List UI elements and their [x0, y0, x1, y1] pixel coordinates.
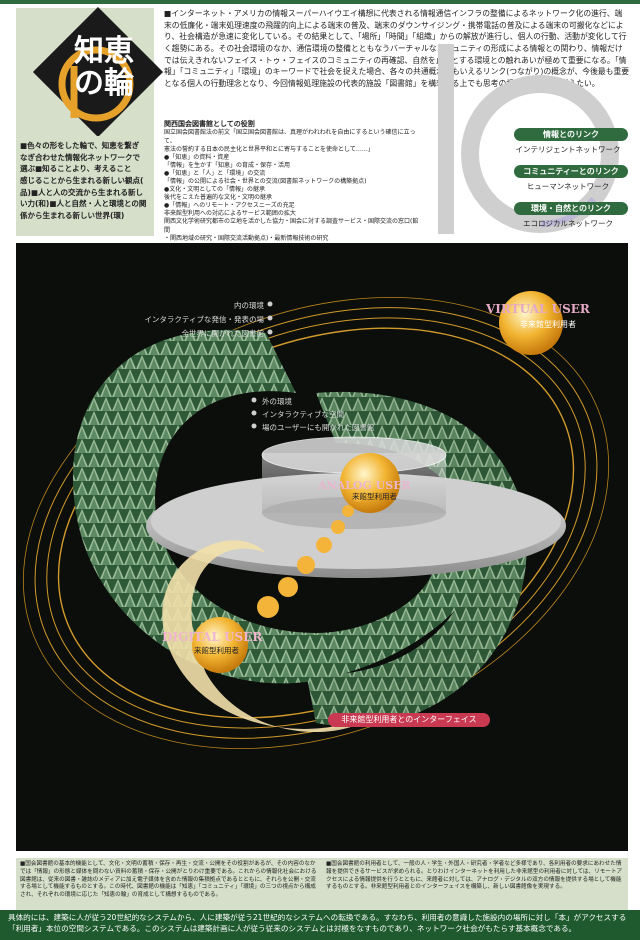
title-panel: 知恵 の輪	[16, 6, 164, 138]
diagram-graphics	[22, 291, 610, 749]
digital-user-sub: 来館型利用者	[194, 646, 239, 655]
link-sub-information: インテリジェントネットワーク	[515, 145, 621, 154]
role-line: 国立国会図書館法の前文「国立国会図書館は、真理がわれわれを自由にするという確信に…	[164, 129, 416, 145]
inner-label-2: インタラクティブな空間	[262, 410, 345, 419]
title-line-1: 知恵	[74, 34, 134, 69]
concept-diagram: 内の環境 インタラクティブな発信・発表の場 全世界に開かれた図書館 外の環境 イ…	[16, 243, 628, 851]
link-pill-environment: 環境・自然とのリンク	[514, 202, 628, 215]
left-item: ■色々の形をした輪で、知恵を繋ぎ	[20, 141, 140, 150]
virtual-sphere	[499, 291, 563, 355]
link-pill-community: コミュニティーとのリンク	[514, 165, 628, 178]
role-line: 憲法の誓約する日本の民主化と世界平和とに寄与することを使命として……」	[164, 145, 374, 153]
digital-sphere	[192, 617, 248, 673]
role-line: 非来館型利用への対応によるサービス範囲の拡大	[164, 210, 296, 218]
outer-label-2: インタラクティブな発信・発表の場	[144, 315, 264, 324]
inner-label-3: 場のユーザーにも開かれた図書館	[262, 423, 375, 432]
virtual-user-sub: 非来館型利用者	[520, 320, 576, 329]
link-list: 情報とのリンク インテリジェントネットワーク コミュニティーとのリンク ヒューマ…	[508, 128, 628, 239]
virtual-user-label: VIRTUAL USER	[486, 302, 590, 316]
footer-right-note: ■国会図書館の利用者として、一般の人・学生・外国人・研究者・学者など多様であり、…	[322, 858, 628, 912]
inner-label-1: 外の環境	[262, 397, 292, 406]
left-item: 品)■人と人の交流から生まれる新し	[20, 187, 144, 197]
ring-icon	[58, 46, 134, 122]
role-line: ●文化・文明としての「情報」の継承	[164, 186, 266, 194]
role-line: 「情報」を生かす「知恵」の育成・保存・活用	[164, 161, 291, 169]
role-line: ・関西地域の研究・国際交流活動拠点)・最新情報技術の研究	[164, 234, 329, 242]
left-item: 感じることから生まれる新しい観点(	[20, 175, 144, 185]
link-sub-community: ヒューマンネットワーク	[526, 182, 610, 191]
title-line-2: の輪	[74, 65, 134, 101]
role-line: ●「情報」へのリモート・アクセスニーズの充足	[164, 202, 295, 210]
left-key-points: ■色々の形をした輪で、知恵を繋ぎ なぎ合わせた情報化ネットワークで 選ぶ■知るこ…	[16, 136, 154, 236]
interface-badge: 非来館型利用者とのインターフェイス	[328, 713, 490, 727]
bottom-summary: 具体的には、建築に人が従う20世紀的なシステムから、人に建築が従う21世紀的なシ…	[0, 910, 640, 940]
analog-user-sub: 来館型利用者	[352, 492, 397, 501]
left-item: なぎ合わせた情報化ネットワークで	[20, 152, 140, 162]
role-line: ●「知恵」と「人」と「環境」の交流	[164, 169, 266, 177]
role-section: 関西国会図書館としての役割 国立国会図書館法の前文「国立国会図書館は、真理がわれ…	[164, 120, 424, 243]
link-pill-information: 情報とのリンク	[514, 128, 628, 141]
footer-left-note: ■国会図書館の基本的機能として、文化・文明の蓄積・保存・再生・交流・公開をその役…	[16, 858, 322, 912]
role-line: 「情報」の公開による社会・世界との交流(図書館ネットワークの構築拠点)	[164, 178, 367, 185]
intro-paragraph: ■インターネット・アメリカの情報スーパーハイウエイ構想に代表される情報通信インフ…	[164, 9, 630, 89]
role-line: ●「知恵」の資料・資産	[164, 153, 230, 161]
role-heading: 関西国会図書館としての役割	[164, 120, 255, 128]
outer-label-3: 全世界に開かれた図書館	[181, 329, 265, 338]
left-item: 係から生まれる新しい世界(環)	[20, 210, 125, 220]
role-line: 後代をこえた普遍的な文化・文明の継承	[164, 194, 273, 202]
role-line: 関西文化学術研究都市の立地を活かした協力・国会に対する調査サービス・国際交流の窓…	[164, 218, 419, 234]
top-bar	[0, 0, 640, 4]
outer-label-1: 内の環境	[234, 301, 264, 310]
left-item: い力(和)■人と自然・人と環境との関	[20, 199, 147, 209]
link-sub-environment: エコロジカルネットワーク	[523, 219, 613, 228]
analog-user-label: ANALOG USER	[318, 479, 411, 492]
lnk-logo-decoration	[438, 44, 619, 234]
left-item: 選ぶ■知ることより、考えること	[20, 164, 132, 174]
page-title: 知恵 の輪	[74, 36, 134, 99]
digital-user-label: DIGITAL USER	[162, 630, 263, 644]
